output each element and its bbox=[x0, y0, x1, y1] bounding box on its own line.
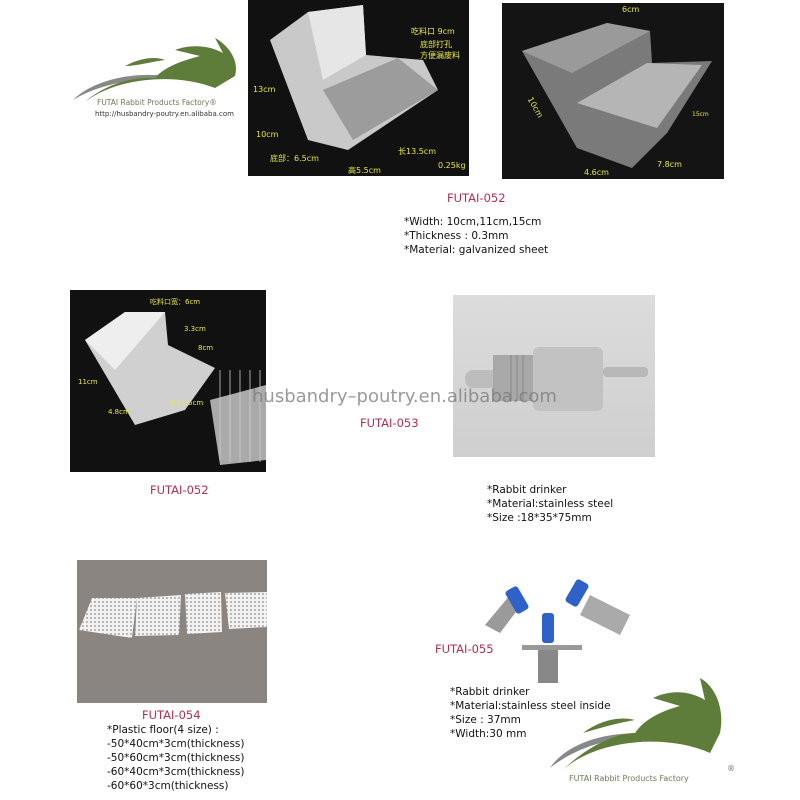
spec-line: *Plastic floor(4 size) : bbox=[107, 724, 219, 736]
rabbit-logo-icon bbox=[73, 38, 236, 102]
logo-name: FUTAI Rabbit Products Factory bbox=[569, 774, 689, 783]
dim-label: 底部：6.5cm bbox=[270, 154, 319, 163]
product-specs: *Rabbit drinker *Material:stainless stee… bbox=[450, 685, 611, 741]
drinker-image bbox=[485, 579, 630, 683]
registered-mark: ® bbox=[727, 764, 735, 773]
spec-line: *Rabbit drinker bbox=[487, 484, 567, 496]
dim-label: 13cm bbox=[253, 85, 276, 94]
feeder-image bbox=[85, 312, 266, 465]
product-photo-drinker-055 bbox=[480, 565, 670, 683]
dim-label: 3.3cm bbox=[184, 325, 206, 333]
watermark: husbandry–poutry.en.alibaba.com bbox=[252, 386, 557, 407]
drinker-image bbox=[465, 347, 648, 411]
product-specs: *Rabbit drinker *Material:stainless stee… bbox=[487, 483, 613, 525]
product-code: FUTAI-052 bbox=[150, 483, 209, 497]
dim-label: 底部打孔 bbox=[420, 40, 452, 49]
logo-top: FUTAI Rabbit Products Factory® http://hu… bbox=[65, 38, 250, 126]
dim-label: 15cm bbox=[692, 111, 709, 118]
spec-line: -60*60*3cm(thickness) bbox=[107, 780, 229, 792]
logo-bottom: FUTAI Rabbit Products Factory ® bbox=[545, 678, 745, 788]
floor-image bbox=[79, 592, 267, 638]
product-code: FUTAI-055 bbox=[435, 642, 494, 656]
dim-label: 4.6cm bbox=[584, 168, 609, 177]
dim-label: 7.8cm bbox=[657, 160, 682, 169]
dim-label: 4.8cm bbox=[108, 408, 130, 416]
logo-url: http://husbandry-poutry.en.alibaba.com bbox=[95, 110, 234, 118]
feeder-image bbox=[522, 23, 712, 168]
spec-line: *Material: galvanized sheet bbox=[404, 244, 549, 256]
product-specs: *Plastic floor(4 size) : -50*40cm*3cm(th… bbox=[107, 723, 244, 793]
spec-line: *Material:stainless steel inside bbox=[450, 700, 611, 712]
spec-line: -50*40cm*3cm(thickness) bbox=[107, 738, 245, 750]
spec-line: *Size : 37mm bbox=[450, 714, 521, 726]
product-specs: *Width: 10cm,11cm,15cm *Thickness : 0.3m… bbox=[404, 215, 548, 257]
spec-line: -50*60cm*3cm(thickness) bbox=[107, 752, 245, 764]
spec-line: -60*40cm*3cm(thickness) bbox=[107, 766, 245, 778]
dim-label: 0.25kg bbox=[438, 161, 466, 170]
product-code: FUTAI-052 bbox=[447, 191, 506, 205]
dim-label: 吃料口宽：6cm bbox=[150, 298, 201, 306]
spec-line: *Thickness : 0.3mm bbox=[404, 230, 509, 242]
product-code: FUTAI-054 bbox=[142, 708, 201, 722]
product-photo-plastic-floor bbox=[77, 560, 267, 703]
dim-label: 10cm bbox=[256, 130, 279, 139]
dim-label: 方便漏废料 bbox=[420, 51, 460, 60]
dim-label: 6cm bbox=[622, 5, 640, 14]
spec-line: *Rabbit drinker bbox=[450, 686, 530, 698]
spec-line: *Width:30 mm bbox=[450, 728, 527, 740]
product-photo-drinker bbox=[453, 295, 655, 457]
spec-line: *Size :18*35*75mm bbox=[487, 512, 592, 524]
spec-line: *Width: 10cm,11cm,15cm bbox=[404, 216, 542, 228]
dim-label: 11cm bbox=[78, 378, 98, 386]
dim-label: 8cm bbox=[198, 344, 214, 352]
product-photo-feeder-3: 吃料口宽：6cm 3.3cm 8cm 11cm 4.8cm 长11.5cm bbox=[70, 290, 266, 472]
dim-label: 高5.5cm bbox=[348, 166, 381, 175]
logo-name: FUTAI Rabbit Products Factory® bbox=[97, 98, 217, 107]
rabbit-logo-icon bbox=[550, 678, 722, 770]
feeder-image bbox=[270, 5, 438, 150]
dim-label: 长11.5cm bbox=[170, 399, 204, 407]
product-photo-feeder-2: 6cm 10cm 15cm 4.6cm 7.8cm bbox=[502, 3, 724, 179]
product-photo-feeder-1: 吃料口 9cm 底部打孔 方便漏废料 13cm 10cm 底部：6.5cm 高5… bbox=[248, 0, 469, 176]
product-code: FUTAI-053 bbox=[360, 416, 419, 430]
spec-line: *Material:stainless steel bbox=[487, 498, 614, 510]
dim-label: 吃料口 9cm bbox=[411, 27, 455, 36]
dim-label: 长13.5cm bbox=[398, 147, 437, 156]
